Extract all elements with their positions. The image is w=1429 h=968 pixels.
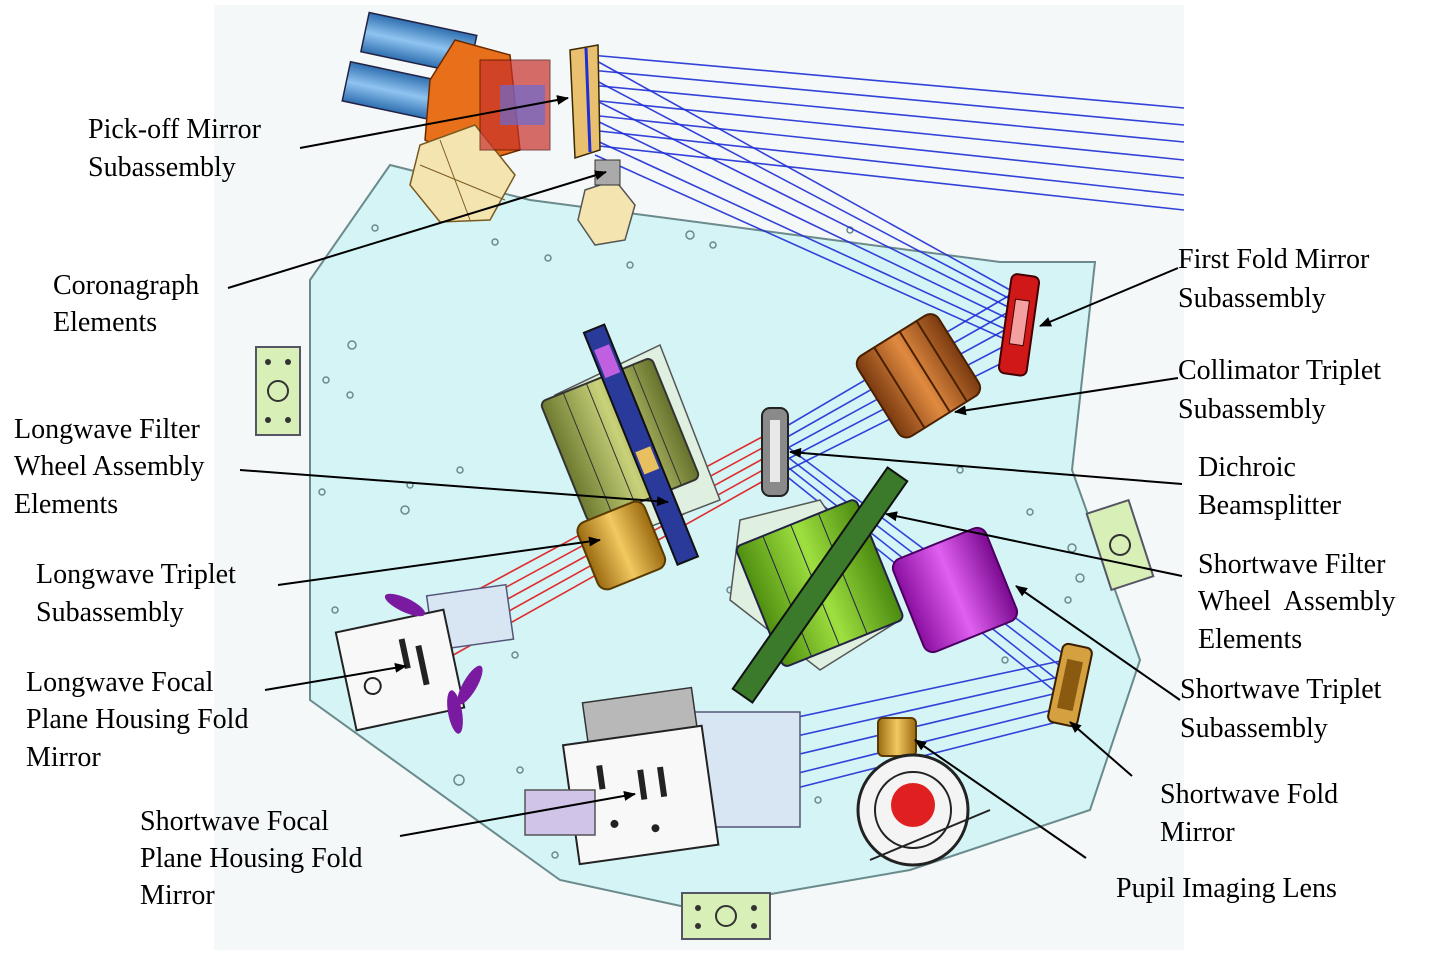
svg-text:Plane Housing Fold: Plane Housing Fold xyxy=(26,704,248,735)
pickoff-assembly xyxy=(341,11,601,223)
label-pupil: Pupil Imaging Lens xyxy=(1116,873,1337,904)
label-coronagraph: Coronagraph Elements xyxy=(53,270,199,338)
arrow-pupil xyxy=(914,739,1087,859)
label-lw-triplet: Longwave Triplet Subassembly xyxy=(36,559,236,628)
arrow-lw-filter xyxy=(239,469,669,507)
shortwave-focal-plane-housing xyxy=(524,686,801,866)
svg-text:Coronagraph: Coronagraph xyxy=(53,270,199,301)
svg-text:Pupil Imaging Lens: Pupil Imaging Lens xyxy=(1116,873,1337,904)
arrow-lw-fpa xyxy=(264,662,407,691)
arrow-sw-filter xyxy=(885,511,1183,577)
svg-text:Beamsplitter: Beamsplitter xyxy=(1198,490,1342,521)
svg-text:Longwave Triplet: Longwave Triplet xyxy=(36,559,236,590)
svg-text:First Fold Mirror: First Fold Mirror xyxy=(1178,244,1370,275)
arrow-sw-fpa xyxy=(399,791,636,837)
svg-text:Mirror: Mirror xyxy=(140,880,215,911)
label-sw-triplet: Shortwave Triplet Subassembly xyxy=(1180,674,1382,744)
svg-text:Subassembly: Subassembly xyxy=(1180,713,1328,744)
svg-text:Shortwave Focal: Shortwave Focal xyxy=(140,806,329,837)
shortwave-fold-mirror xyxy=(1047,642,1093,728)
svg-text:Shortwave Fold: Shortwave Fold xyxy=(1160,779,1338,810)
arrow-sw-fold xyxy=(1069,721,1133,777)
arrow-collimator xyxy=(954,377,1179,416)
arrow-pickoff xyxy=(299,95,569,149)
svg-text:Subassembly: Subassembly xyxy=(1178,394,1326,425)
svg-text:Subassembly: Subassembly xyxy=(1178,283,1326,314)
label-dichroic: Dichroic Beamsplitter xyxy=(1198,452,1342,521)
label-sw-fold: Shortwave Fold Mirror xyxy=(1160,779,1338,848)
dichroic-beamsplitter xyxy=(761,407,789,497)
incoming-rays xyxy=(589,54,1185,211)
svg-text:Elements: Elements xyxy=(53,307,157,338)
svg-text:Wheel Assembly: Wheel Assembly xyxy=(14,451,205,482)
svg-text:Mirror: Mirror xyxy=(1160,817,1235,848)
mount-pad-bottom xyxy=(681,892,771,940)
svg-text:Elements: Elements xyxy=(14,489,118,520)
arrow-lw-triplet xyxy=(277,536,601,586)
svg-text:Subassembly: Subassembly xyxy=(88,152,236,183)
svg-text:Elements: Elements xyxy=(1198,624,1302,655)
label-sw-filter: Shortwave Filter Wheel Assembly Elements xyxy=(1198,549,1396,655)
svg-text:Shortwave Filter: Shortwave Filter xyxy=(1198,549,1386,580)
rays-to-first-fold xyxy=(594,59,1019,346)
label-first-fold: First Fold Mirror Subassembly xyxy=(1178,244,1370,314)
label-collimator: Collimator Triplet Subassembly xyxy=(1178,355,1381,425)
arrow-sw-triplet xyxy=(1015,585,1181,701)
leader-lines xyxy=(227,95,1183,859)
svg-text:Longwave Focal: Longwave Focal xyxy=(26,667,214,698)
svg-text:Collimator Triplet: Collimator Triplet xyxy=(1178,355,1381,386)
longwave-filter-wheel xyxy=(540,323,721,566)
label-lw-filter: Longwave Filter Wheel Assembly Elements xyxy=(14,414,205,520)
svg-text:Shortwave Triplet: Shortwave Triplet xyxy=(1180,674,1382,705)
arrow-coronagraph xyxy=(227,170,607,289)
shortwave-triplet xyxy=(891,526,1019,654)
svg-text:Longwave Filter: Longwave Filter xyxy=(14,414,201,445)
label-lw-fpa: Longwave Focal Plane Housing Fold Mirror xyxy=(26,667,248,773)
svg-text:Plane Housing Fold: Plane Housing Fold xyxy=(140,843,362,874)
shortwave-filter-wheel xyxy=(729,466,909,704)
collimator-triplet xyxy=(855,313,982,439)
label-pickoff: Pick-off Mirror Subassembly xyxy=(88,114,262,183)
svg-text:Pick-off Mirror: Pick-off Mirror xyxy=(88,114,262,145)
label-sw-fpa: Shortwave Focal Plane Housing Fold Mirro… xyxy=(140,806,362,911)
svg-text:Subassembly: Subassembly xyxy=(36,597,184,628)
arrow-first-fold xyxy=(1039,267,1179,327)
svg-text:Wheel Assembly: Wheel Assembly xyxy=(1198,586,1396,617)
svg-text:Dichroic: Dichroic xyxy=(1198,452,1296,483)
longwave-triplet xyxy=(576,500,667,591)
pupil-imaging-lens xyxy=(856,717,991,867)
arrow-dichroic xyxy=(789,447,1183,485)
svg-text:Mirror: Mirror xyxy=(26,742,101,773)
first-fold-mirror xyxy=(997,273,1041,377)
mount-pad-left xyxy=(255,346,301,436)
